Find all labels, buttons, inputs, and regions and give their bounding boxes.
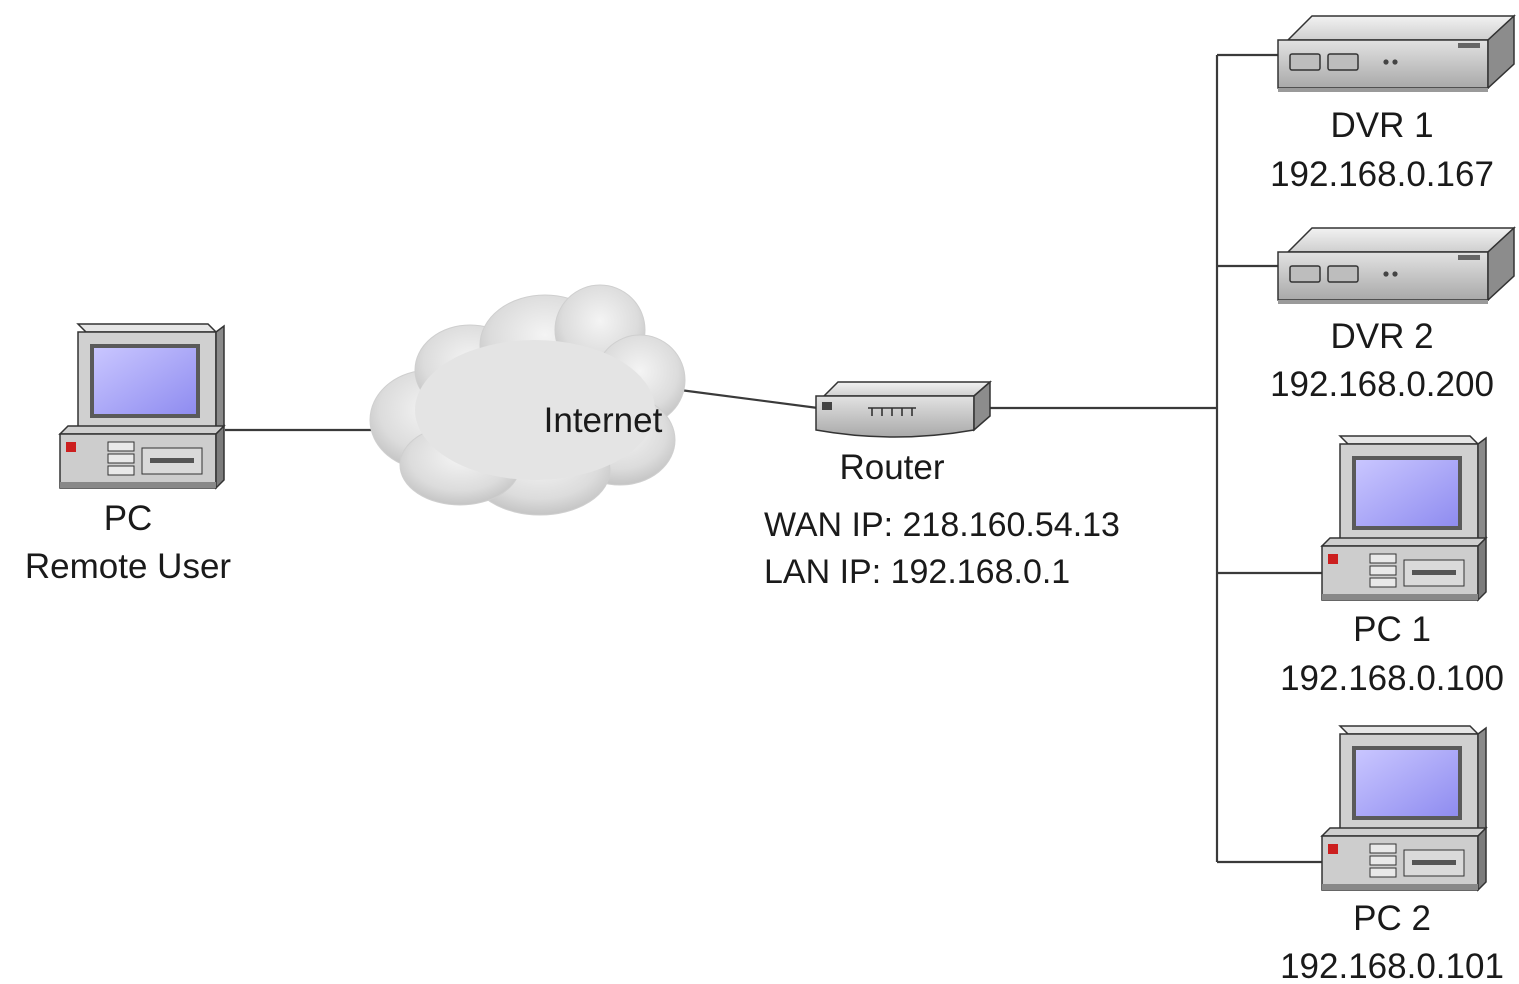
dvr2-icon bbox=[1277, 227, 1515, 305]
dvr2-ip: 192.168.0.200 bbox=[1270, 365, 1494, 404]
router-lan-ip: LAN IP: 192.168.0.1 bbox=[764, 553, 1070, 591]
router-wan-ip: WAN IP: 218.160.54.13 bbox=[764, 506, 1120, 544]
remote-pc-computer-icon bbox=[59, 323, 225, 489]
router-title: Router bbox=[839, 448, 944, 487]
remote-pc-title: PC bbox=[104, 499, 153, 538]
pc2-ip: 192.168.0.101 bbox=[1280, 947, 1504, 984]
internet-cloud-icon bbox=[369, 284, 686, 516]
dvr1-title: DVR 1 bbox=[1330, 106, 1433, 145]
dvr1-icon bbox=[1277, 15, 1515, 93]
dvr1-ip: 192.168.0.167 bbox=[1270, 155, 1494, 194]
pc1-title: PC 1 bbox=[1353, 610, 1431, 649]
router-icon bbox=[815, 380, 992, 438]
link-internet-router bbox=[679, 388, 819, 410]
pc1-ip: 192.168.0.100 bbox=[1280, 659, 1504, 698]
internet-label: Internet bbox=[544, 401, 663, 440]
remote-pc-subtitle: Remote User bbox=[25, 547, 232, 586]
pc2-title: PC 2 bbox=[1353, 899, 1431, 938]
pc2-computer-icon bbox=[1321, 725, 1487, 891]
pc1-computer-icon bbox=[1321, 435, 1487, 601]
dvr2-title: DVR 2 bbox=[1330, 317, 1433, 356]
